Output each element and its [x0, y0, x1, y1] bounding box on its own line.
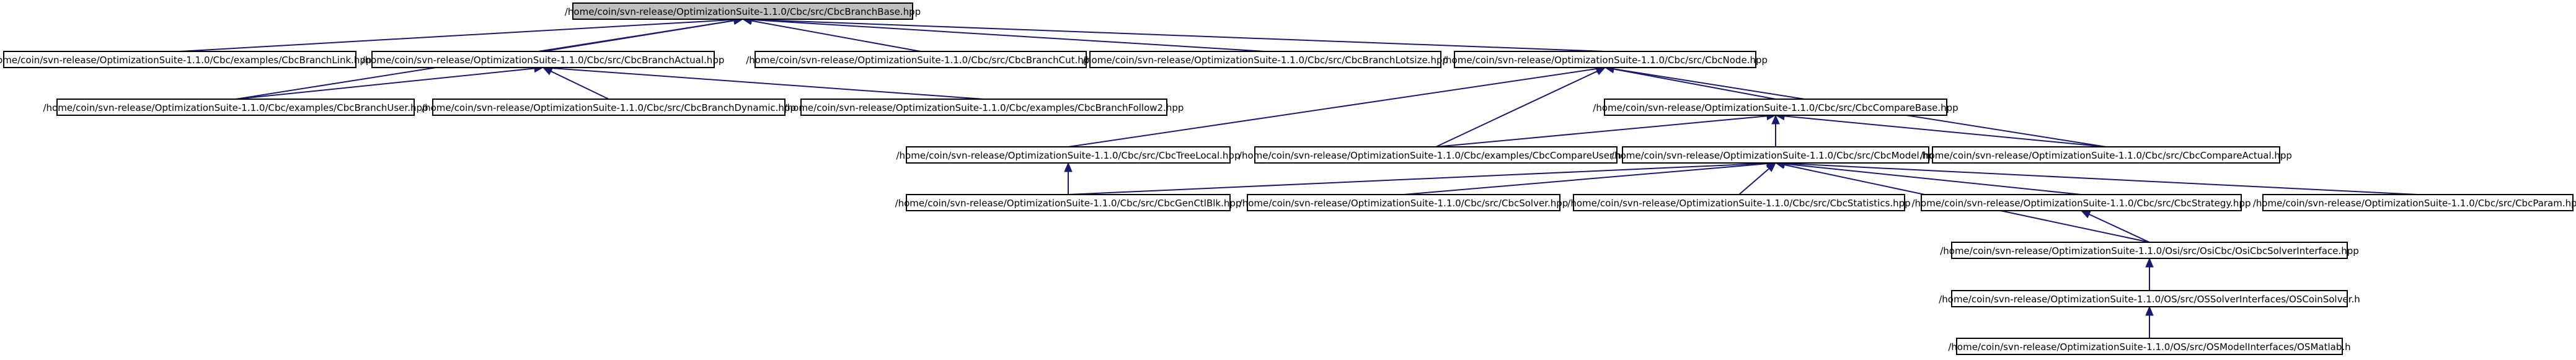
node-label: /home/coin/svn-release/OptimizationSuite…	[1239, 198, 1569, 209]
node-box	[1573, 194, 1905, 211]
node-cbccompareuser[interactable]: /home/coin/svn-release/OptimizationSuite…	[1239, 146, 1633, 164]
edge-compareactual-to-comparebase	[1784, 115, 2107, 147]
node-cbcbranchlink[interactable]: /home/coin/svn-release/OptimizationSuite…	[0, 51, 371, 68]
node-box	[2262, 194, 2574, 211]
node-label: /home/coin/svn-release/OptimizationSuite…	[1920, 150, 2292, 161]
edge-param-to-model	[1784, 162, 2419, 195]
node-label: /home/coin/svn-release/OptimizationSuite…	[1239, 150, 1633, 161]
node-cbcparam[interactable]: /home/coin/svn-release/OptimizationSuite…	[2253, 194, 2576, 211]
edge-compareuser-to-node	[1435, 71, 1598, 147]
node-cbcbranchcut[interactable]: /home/coin/svn-release/OptimizationSuite…	[746, 51, 1095, 68]
edge-follow2-to-actual	[551, 68, 985, 100]
graph-edges	[179, 15, 2419, 338]
node-box	[432, 99, 786, 116]
node-box	[1951, 290, 2348, 307]
node-label: /home/coin/svn-release/OptimizationSuite…	[1593, 102, 1958, 113]
node-cbccompareactual[interactable]: /home/coin/svn-release/OptimizationSuite…	[1920, 146, 2292, 164]
node-box	[1921, 194, 2242, 211]
node-box	[56, 99, 415, 116]
node-box	[906, 146, 1231, 164]
node-box	[1622, 146, 1929, 164]
node-label: /home/coin/svn-release/OptimizationSuite…	[895, 198, 1242, 209]
node-cbcbranchbase[interactable]: /home/coin/svn-release/OptimizationSuite…	[565, 2, 921, 20]
node-oscoinsolver[interactable]: /home/coin/svn-release/OptimizationSuite…	[1939, 290, 2360, 307]
node-osmatlab[interactable]: /home/coin/svn-release/OptimizationSuite…	[1948, 338, 2351, 355]
node-label: /home/coin/svn-release/OptimizationSuite…	[896, 150, 1241, 161]
arrowhead-oscoin-to-osicbc	[2145, 257, 2154, 268]
arrowhead-gencutblk-to-treelocal	[1064, 162, 1073, 172]
edge-branchlink-to-base	[179, 19, 735, 52]
node-label: /home/coin/svn-release/OptimizationSuite…	[1082, 55, 1448, 66]
node-box	[755, 51, 1087, 68]
node-label: /home/coin/svn-release/OptimizationSuite…	[565, 6, 921, 17]
node-label: /home/coin/svn-release/OptimizationSuite…	[1567, 198, 1910, 209]
arrowhead-compareuser-to-node	[1595, 67, 1606, 76]
node-label: /home/coin/svn-release/OptimizationSuite…	[2253, 198, 2576, 209]
node-label: /home/coin/svn-release/OptimizationSuite…	[746, 55, 1095, 66]
node-cbcgenctlblk[interactable]: /home/coin/svn-release/OptimizationSuite…	[895, 194, 1242, 211]
node-box	[1089, 51, 1441, 68]
node-label: /home/coin/svn-release/OptimizationSuite…	[1912, 198, 2251, 209]
node-box	[1604, 99, 1947, 116]
node-cbcbranchdynamic[interactable]: /home/coin/svn-release/OptimizationSuite…	[422, 99, 796, 116]
node-box	[906, 194, 1231, 211]
node-label: /home/coin/svn-release/OptimizationSuite…	[1948, 341, 2350, 353]
arrowhead-osicbc-to-strategy	[2080, 210, 2091, 219]
node-label: /home/coin/svn-release/OptimizationSuite…	[362, 55, 725, 66]
edge-compareuser-to-comparebase	[1435, 115, 1768, 147]
node-box	[1951, 242, 2348, 259]
node-label: /home/coin/svn-release/OptimizationSuite…	[0, 55, 371, 66]
edge-strategy-to-model	[1784, 163, 2082, 195]
node-label: /home/coin/svn-release/OptimizationSuite…	[1611, 150, 1940, 161]
node-box	[800, 99, 1167, 116]
node-cbctreelocal[interactable]: /home/coin/svn-release/OptimizationSuite…	[896, 146, 1241, 164]
node-cbcstatistics[interactable]: /home/coin/svn-release/OptimizationSuite…	[1567, 194, 1911, 211]
edge-lotsize-to-base	[751, 19, 1266, 52]
node-box	[1254, 146, 1618, 164]
node-label: /home/coin/svn-release/OptimizationSuite…	[1939, 294, 2360, 305]
edge-comparebase-to-node	[1613, 68, 1776, 100]
node-box	[3, 51, 356, 68]
node-box	[371, 51, 715, 68]
edge-gencutblk-to-model	[1068, 162, 1768, 195]
node-box	[1956, 338, 2343, 355]
edge-branchuser-to-actual	[235, 68, 535, 100]
arrowhead-statistics-to-model	[1766, 162, 1776, 172]
node-cbcsolver[interactable]: /home/coin/svn-release/OptimizationSuite…	[1239, 194, 1569, 211]
node-label: /home/coin/svn-release/OptimizationSuite…	[784, 102, 1184, 113]
node-label: /home/coin/svn-release/OptimizationSuite…	[43, 102, 428, 113]
node-cbccomparebase[interactable]: /home/coin/svn-release/OptimizationSuite…	[1593, 99, 1959, 116]
node-cbcbranchfollow2[interactable]: /home/coin/svn-release/OptimizationSuite…	[784, 99, 1184, 116]
edge-statistics-to-model	[1738, 168, 1770, 195]
node-label: /home/coin/svn-release/OptimizationSuite…	[1940, 245, 2359, 257]
node-box	[1454, 51, 1756, 68]
node-cbcbranchuser[interactable]: /home/coin/svn-release/OptimizationSuite…	[43, 99, 428, 116]
edge-treelocal-to-node	[1068, 68, 1597, 147]
edge-solver-to-model	[1403, 163, 1768, 195]
node-cbcstrategy[interactable]: /home/coin/svn-release/OptimizationSuite…	[1912, 194, 2251, 211]
node-box	[1247, 194, 1560, 211]
arrowhead-osmatlab-to-oscoin	[2145, 305, 2154, 316]
node-cbcbranchactual[interactable]: /home/coin/svn-release/OptimizationSuite…	[362, 51, 725, 68]
node-label: /home/coin/svn-release/OptimizationSuite…	[1443, 55, 1768, 66]
node-box	[1932, 146, 2280, 164]
edge-dynamic-to-actual	[551, 71, 609, 100]
edge-cut-to-base	[751, 20, 921, 52]
node-cbcnode[interactable]: /home/coin/svn-release/OptimizationSuite…	[1443, 51, 1768, 68]
arrowhead-model-to-comparebase	[1771, 114, 1780, 125]
node-label: /home/coin/svn-release/OptimizationSuite…	[422, 102, 796, 113]
node-osicbcsolverinterface[interactable]: /home/coin/svn-release/OptimizationSuite…	[1940, 242, 2359, 259]
node-cbcbranchlotsize[interactable]: /home/coin/svn-release/OptimizationSuite…	[1082, 51, 1448, 68]
node-box	[572, 2, 913, 20]
edge-osicbc-to-strategy	[2089, 213, 2150, 243]
node-cbcmodel[interactable]: /home/coin/svn-release/OptimizationSuite…	[1611, 146, 1940, 164]
edge-node-to-base	[751, 19, 1606, 52]
